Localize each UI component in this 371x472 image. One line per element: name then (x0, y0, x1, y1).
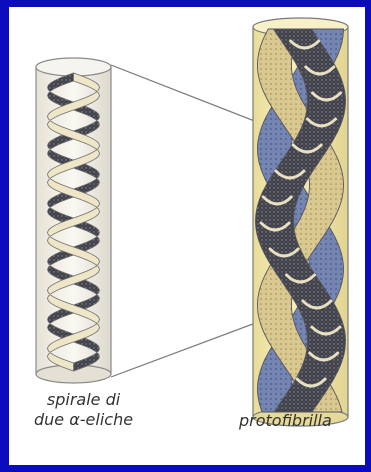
left-caption-line1: spirale di (34, 390, 133, 410)
diagram-panel: spirale di due α-eliche protofibrilla (9, 7, 365, 465)
left-caption-line2: due α-eliche (34, 410, 133, 430)
left-caption: spirale di due α-eliche (34, 390, 133, 430)
connector-line-top (111, 65, 275, 129)
protofibril-twisted-strands (256, 29, 346, 412)
protofibril-cylinder (253, 18, 348, 426)
right-caption: protofibrilla (239, 411, 332, 431)
left-helix-cylinder (36, 58, 111, 383)
